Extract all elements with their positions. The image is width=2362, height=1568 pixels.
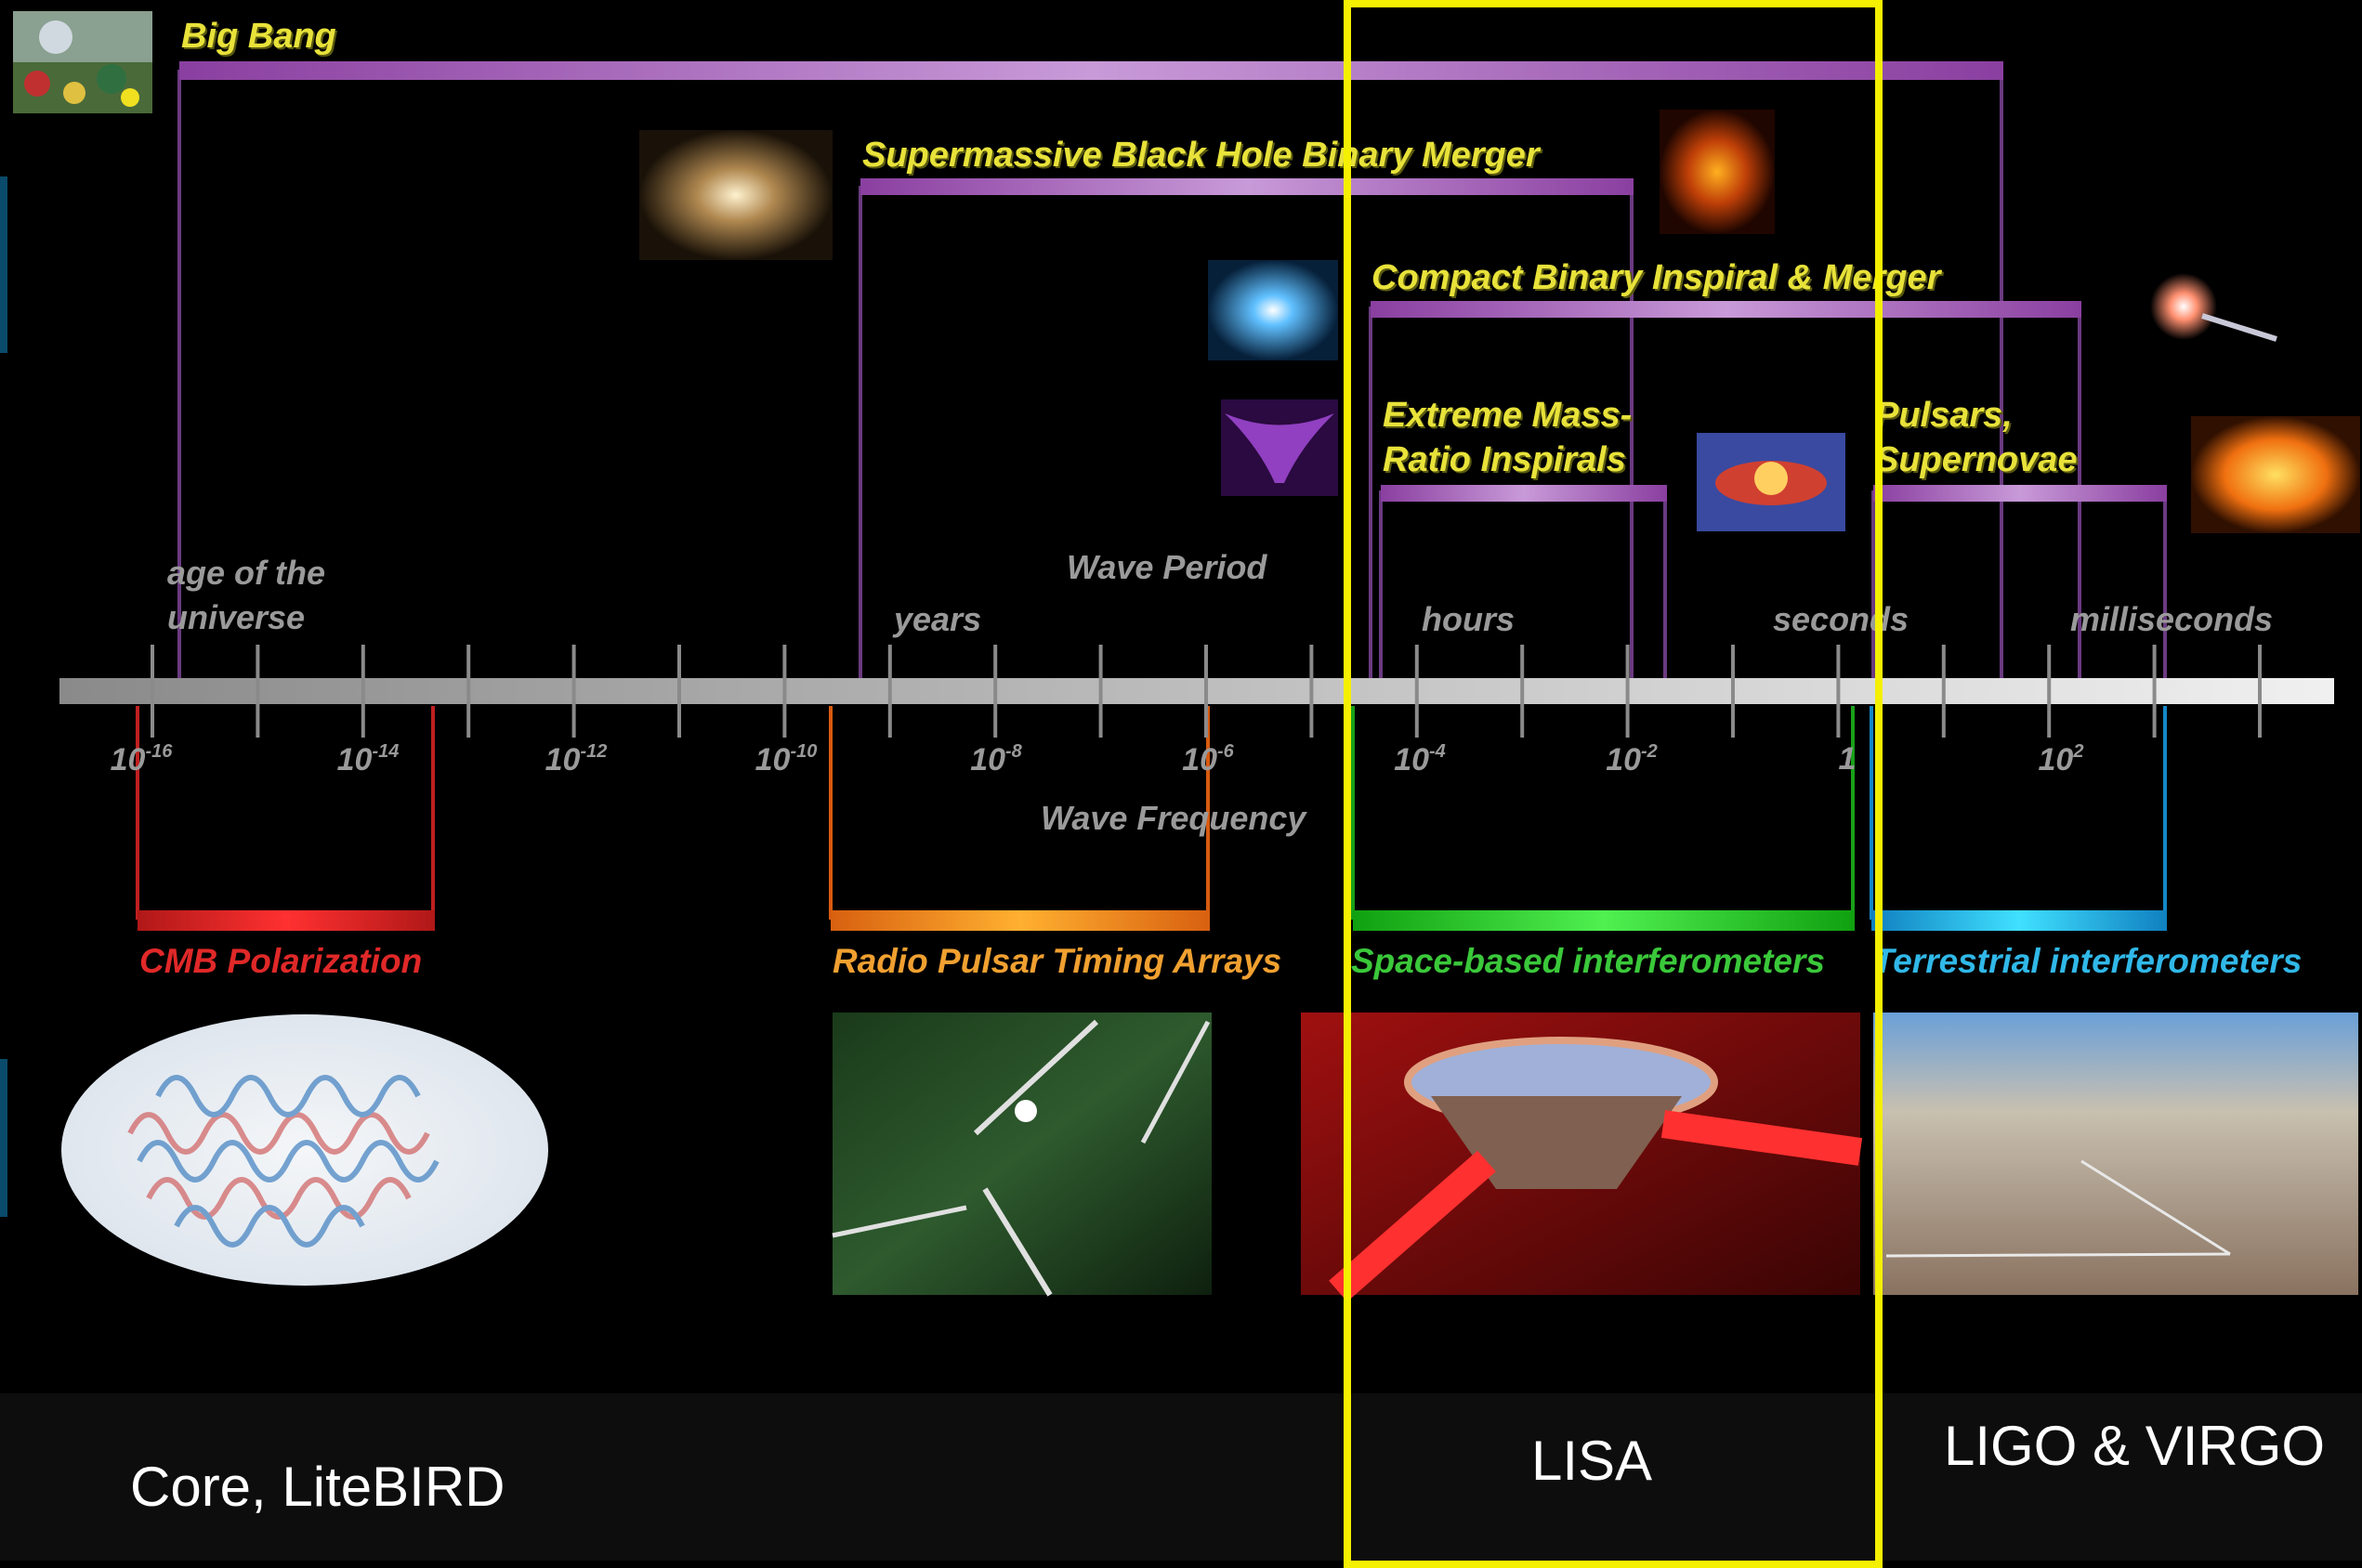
ligo-site-image bbox=[1873, 1013, 2358, 1295]
frequency-tick-label: 10-12 bbox=[545, 741, 608, 777]
lisa-highlight-box bbox=[1344, 0, 1883, 1568]
lisa-spacecraft-image bbox=[1301, 1013, 1863, 1302]
cmb-map-image bbox=[61, 1014, 548, 1286]
age-label-line2: universe bbox=[167, 598, 306, 636]
compact-binary-label: Compact Binary Inspiral & Merger bbox=[1371, 258, 1941, 297]
pta-bar bbox=[831, 910, 1210, 931]
ligo-arms bbox=[1885, 1159, 2231, 1258]
frequency-tick-label: 10-2 bbox=[1606, 741, 1658, 777]
smbh-label: Supermassive Black Hole Binary Merger bbox=[862, 136, 1540, 175]
milliseconds-label: milliseconds bbox=[2070, 600, 2274, 638]
cmb-mission-label: Core, LiteBIRD bbox=[130, 1456, 505, 1518]
hours-label: hours bbox=[1422, 600, 1516, 638]
frequency-tick-label: 10-10 bbox=[755, 741, 818, 777]
funnel-image bbox=[1221, 399, 1338, 496]
frequency-tick-label: 10-4 bbox=[1394, 741, 1446, 777]
big-bang-label: Big Bang bbox=[181, 17, 336, 56]
cmb-bar bbox=[138, 910, 435, 931]
cmb-polarization-label: CMB Polarization bbox=[139, 942, 423, 980]
frequency-axis-bar bbox=[59, 678, 2334, 704]
lisa-mission-label: LISA bbox=[1531, 1430, 1653, 1492]
galaxy-image bbox=[639, 130, 833, 260]
pulsar-timing-image bbox=[832, 1013, 1212, 1297]
space-interferometers-label: Space-based interferometers bbox=[1351, 942, 1825, 980]
pulsars-label-line2: Supernovae bbox=[1875, 440, 2078, 479]
sun-image bbox=[2191, 416, 2360, 533]
frequency-tick-label: 10-14 bbox=[336, 741, 400, 777]
emri-label-line1: Extreme Mass- bbox=[1383, 396, 1633, 435]
collision-image bbox=[1697, 433, 1845, 531]
frequency-tick-label: 1 bbox=[1838, 741, 1857, 777]
frequency-tick-label: 102 bbox=[2038, 741, 2084, 777]
side-mark-bottom bbox=[0, 1059, 7, 1217]
missions-strip bbox=[0, 1393, 2362, 1561]
age-label-line1: age of the bbox=[167, 554, 326, 592]
ligo-virgo-mission-label: LIGO & VIRGO bbox=[1944, 1415, 2326, 1477]
big-bang-image bbox=[13, 11, 152, 113]
terrestrial-interferometers-label: Terrestrial interferometers bbox=[1873, 942, 2303, 980]
detector-brackets bbox=[136, 706, 2167, 931]
smbh-bar bbox=[860, 178, 1634, 195]
terrestrial-bar bbox=[1871, 910, 2167, 931]
space-bar bbox=[1353, 910, 1855, 931]
wave-frequency-title: Wave Frequency bbox=[1041, 799, 1306, 837]
axis-ticks bbox=[151, 645, 2262, 738]
big-bang-bar bbox=[179, 61, 2003, 80]
seconds-label: seconds bbox=[1773, 600, 1909, 638]
pta-label: Radio Pulsar Timing Arrays bbox=[833, 942, 1282, 980]
compact-bar bbox=[1371, 301, 2081, 318]
emri-bar bbox=[1381, 485, 1667, 502]
frequency-tick-label: 10-6 bbox=[1182, 741, 1234, 777]
pulsars-bar bbox=[1873, 485, 2167, 502]
pulsars-label-line1: Pulsars, bbox=[1875, 396, 2013, 435]
frequency-tick-label: 10-16 bbox=[110, 741, 173, 777]
gamma-flash-image bbox=[2150, 273, 2277, 342]
nebula-image bbox=[1660, 110, 1775, 234]
frequency-tick-label: 10-8 bbox=[970, 741, 1022, 777]
emri-label-line2: Ratio Inspirals bbox=[1383, 440, 1626, 479]
binary-star-image bbox=[1208, 260, 1338, 360]
side-mark-top bbox=[0, 176, 7, 353]
wave-period-title: Wave Period bbox=[1067, 548, 1267, 586]
source-brackets bbox=[177, 61, 2167, 687]
years-label: years bbox=[894, 600, 982, 638]
